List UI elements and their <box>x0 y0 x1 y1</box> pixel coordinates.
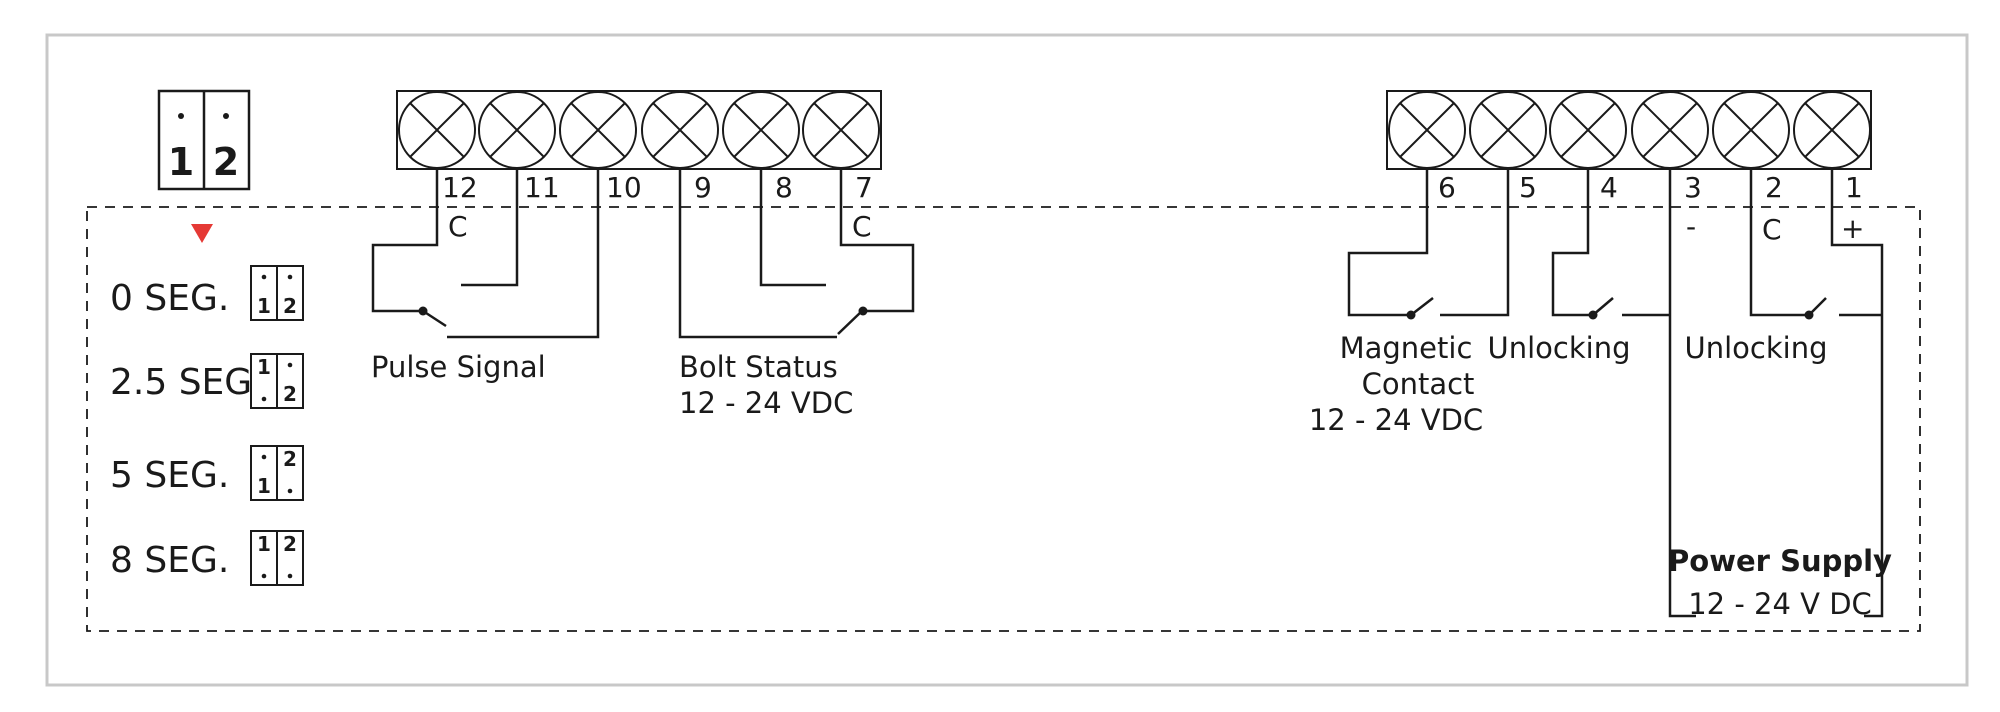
terminal-2-screw-icon <box>1712 91 1790 169</box>
terminal-7-screw-icon <box>802 91 880 169</box>
terminal-number-3: 3 <box>1684 171 1702 204</box>
unlocking-label-a: Unlocking <box>1488 331 1631 365</box>
terminal-4-screw-icon <box>1549 91 1627 169</box>
terminal-number-8: 8 <box>775 171 793 204</box>
terminal-number-4: 4 <box>1600 171 1618 204</box>
terminal-9-screw-icon <box>641 91 719 169</box>
time-setting-8: 8 SEG. 1 2 <box>110 530 304 586</box>
time-setting-label: 8 SEG. <box>110 540 229 581</box>
terminal-number-6: 6 <box>1438 171 1456 204</box>
unlocking-label-b: Unlocking <box>1685 331 1828 365</box>
terminal-2-common-marker: C <box>1762 213 1782 246</box>
wiring-left <box>371 169 915 339</box>
mini-dip-switch: 1 2 <box>250 445 304 501</box>
dip-pin-2-label: 2 <box>213 140 239 184</box>
terminal-block-left <box>396 90 882 170</box>
terminal-number-12: 12 <box>442 171 478 204</box>
magnetic-contact-label-line2: Contact <box>1362 367 1475 401</box>
selected-indicator-icon <box>191 224 213 243</box>
terminal-12-screw-icon <box>398 91 476 169</box>
unlocking-a-switch-pivot <box>1588 310 1598 320</box>
terminal-3-screw-icon <box>1631 91 1709 169</box>
magnetic-contact-voltage-label: 12 - 24 VDC <box>1309 403 1483 437</box>
terminal-block-right <box>1386 90 1872 170</box>
mini-dip-pin-2: 2 <box>283 532 297 556</box>
terminal-1-positive-marker: + <box>1841 212 1864 245</box>
magnetic-contact-label-line1: Magnetic <box>1340 331 1473 365</box>
unlocking-b-switch-pivot <box>1804 310 1814 320</box>
terminal-1-screw-icon <box>1793 91 1871 169</box>
outer-frame <box>45 33 1969 687</box>
mini-dip-switch: 1 2 <box>250 530 304 586</box>
power-supply-voltage-label: 12 - 24 V DC <box>1688 587 1872 621</box>
pulse-signal-label: Pulse Signal <box>371 350 546 384</box>
bolt-status-label: Bolt Status <box>679 350 838 384</box>
time-setting-label: 2.5 SEG. <box>110 362 264 403</box>
time-setting-0: 0 SEG. 1 2 <box>110 265 304 321</box>
bolt-status-voltage-label: 12 - 24 VDC <box>679 386 853 420</box>
terminal-number-2: 2 <box>1765 171 1783 204</box>
terminal-number-5: 5 <box>1519 171 1537 204</box>
time-setting-2-5: 2.5 SEG. 1 2 <box>110 353 304 409</box>
enclosure-dashed-border <box>86 206 1921 632</box>
dip-switch[interactable]: 1 2 <box>157 89 251 191</box>
mini-dip-switch: 1 2 <box>250 265 304 321</box>
bolt-switch-pivot <box>858 306 868 316</box>
magnetic-switch-pivot <box>1406 310 1416 320</box>
time-setting-5: 5 SEG. 1 2 <box>110 445 304 501</box>
terminal-11-screw-icon <box>478 91 556 169</box>
terminal-10-screw-icon <box>559 91 637 169</box>
time-setting-label: 5 SEG. <box>110 455 229 496</box>
mini-dip-pin-2: 2 <box>283 294 297 318</box>
wiring-right <box>1347 169 1884 618</box>
terminal-3-negative-marker: - <box>1686 210 1696 243</box>
terminal-6-screw-icon <box>1388 91 1466 169</box>
mini-dip-pin-1: 1 <box>257 294 271 318</box>
time-setting-label: 0 SEG. <box>110 278 229 319</box>
terminal-number-9: 9 <box>694 171 712 204</box>
pulse-switch-pivot <box>418 306 428 316</box>
mini-dip-pin-2: 2 <box>283 447 297 471</box>
terminal-5-screw-icon <box>1469 91 1547 169</box>
terminal-number-11: 11 <box>524 171 560 204</box>
terminal-12-common-marker: C <box>448 210 468 243</box>
terminal-7-common-marker: C <box>852 210 872 243</box>
terminal-number-7: 7 <box>855 171 873 204</box>
terminal-number-1: 1 <box>1845 171 1863 204</box>
mini-dip-pin-1: 1 <box>257 355 271 379</box>
mini-dip-switch: 1 2 <box>250 353 304 409</box>
dip-pin-1-label: 1 <box>168 140 194 184</box>
mini-dip-pin-1: 1 <box>257 474 271 498</box>
terminal-8-screw-icon <box>722 91 800 169</box>
mini-dip-pin-1: 1 <box>257 532 271 556</box>
mini-dip-pin-2: 2 <box>283 382 297 406</box>
power-supply-label: Power Supply <box>1668 544 1892 578</box>
terminal-number-10: 10 <box>606 171 642 204</box>
